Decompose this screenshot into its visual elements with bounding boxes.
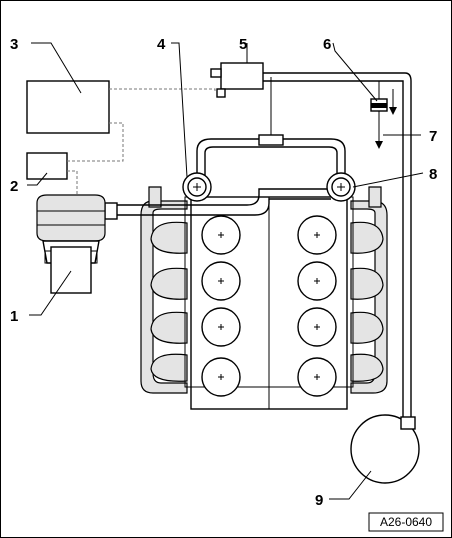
vacuum-reservoir	[350, 414, 420, 484]
solenoid-valve	[210, 62, 412, 419]
secondary-air-pump	[36, 194, 106, 294]
electrical-wiring	[67, 88, 216, 195]
relay-box	[26, 152, 68, 180]
leader-lines	[27, 42, 424, 500]
exhaust-manifold-left	[140, 186, 188, 394]
callout-7: 7	[429, 128, 437, 145]
callout-6: 6	[323, 36, 331, 53]
callout-4: 4	[157, 36, 166, 53]
combi-valve-right	[326, 172, 356, 202]
callout-1: 1	[10, 308, 18, 325]
control-unit	[26, 80, 110, 134]
exhaust-manifold-right	[350, 186, 388, 394]
callout-2: 2	[10, 178, 18, 195]
callout-5: 5	[239, 36, 247, 53]
flow-arrows	[375, 89, 397, 149]
combi-valve-left	[182, 172, 212, 202]
cylinders-right-bank	[297, 215, 337, 397]
reference-code-text: A26-0640	[380, 515, 432, 529]
callout-9: 9	[315, 492, 323, 509]
cylinders-left-bank	[201, 215, 241, 397]
callout-3: 3	[10, 36, 18, 53]
callout-labels: 1 2 3 4 5 6 7 8 9	[10, 36, 437, 509]
reference-code: A26-0640	[368, 512, 444, 532]
callout-8: 8	[429, 166, 437, 183]
check-valve	[370, 81, 388, 125]
